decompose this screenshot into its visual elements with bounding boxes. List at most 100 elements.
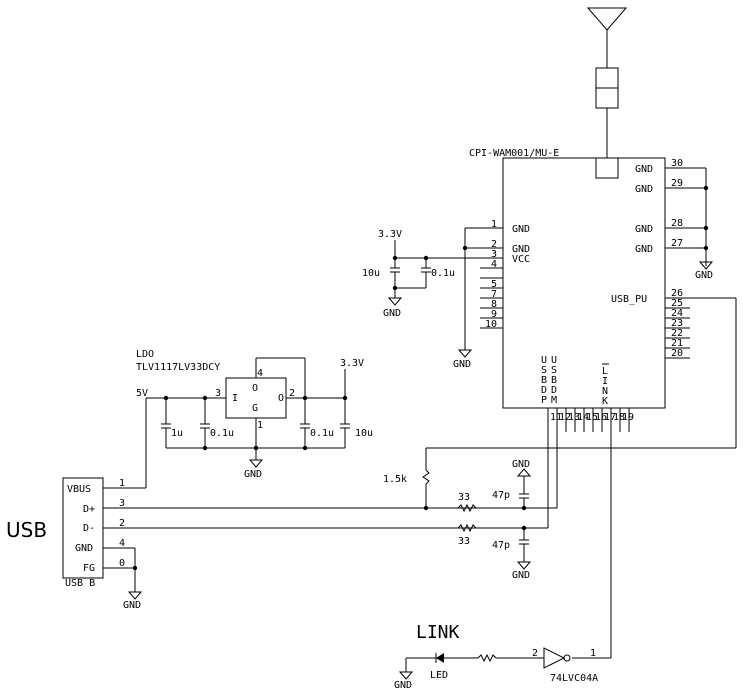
pin-label-28: GND — [635, 224, 653, 235]
pin-label-29: GND — [635, 184, 653, 195]
cap-47p-dplus: 47p — [492, 490, 510, 501]
usb-connector-name: USB B — [65, 578, 95, 589]
pin-num-20: 20 — [671, 348, 683, 359]
module-right-gnd: GND — [695, 185, 714, 281]
usb-data-lines: 1.5k 33 33 GND 47p GND 47p — [383, 432, 558, 581]
pin-num-2: 2 — [491, 239, 497, 250]
link-indicator: LINK 1 2 74LVC04A LED GND — [394, 432, 612, 691]
v33-label-module: 3.3V — [378, 229, 402, 240]
ldo-in-label: I — [232, 393, 238, 404]
pin-num-22: 22 — [671, 328, 683, 339]
usb-num-1: 1 — [119, 478, 125, 489]
cap-01u-ldo-in: 0.1u — [210, 428, 234, 439]
pin-num-24: 24 — [671, 308, 683, 319]
pin-num-8: 8 — [491, 299, 497, 310]
pin-num-27: 27 — [671, 238, 683, 249]
usb-title: USB — [6, 518, 47, 542]
usb-pin-gnd: GND — [75, 543, 93, 554]
label-usb-dm-m: M — [551, 395, 557, 406]
label-link-k: K — [602, 396, 608, 407]
label-usb-dp-d: D — [541, 385, 547, 396]
pin-num-5: 5 — [491, 279, 497, 290]
label-usb-dp-u: U — [541, 355, 547, 366]
cap-1u: 1u — [171, 428, 183, 439]
ldo-tab-label: O — [252, 383, 258, 394]
ldo-pin-gnd: 1 — [257, 420, 263, 431]
cap-47p-dminus: 47p — [492, 540, 510, 551]
pin-num-18: 18 — [613, 412, 625, 423]
pin-num-25: 25 — [671, 298, 683, 309]
usb-connector: USB USB B VBUS D+ D- GND FG 1 3 2 4 0 GN… — [6, 477, 557, 611]
pin-num-30: 30 — [671, 158, 683, 169]
pin-num-7: 7 — [491, 289, 497, 300]
pin-num-17: 17 — [604, 412, 616, 423]
usb-pu-net — [426, 298, 737, 449]
inverter-part: 74LVC04A — [550, 673, 598, 684]
cap-01u-ldo-out: 0.1u — [310, 428, 334, 439]
label-usb-dp-p: P — [541, 395, 547, 406]
v33-label-ldo: 3.3V — [340, 358, 364, 369]
pin-label-27: GND — [635, 244, 653, 255]
pin-num-12: 12 — [559, 412, 571, 423]
antenna — [586, 7, 628, 158]
module-bottom-pins: 11 12 13 14 15 16 17 18 19 11 U S B D P … — [541, 355, 634, 432]
module-left-pins: 1 2 3 4 5 6 7 8 9 10 GND GND VCC — [395, 219, 530, 330]
label-usb-dm-b: B — [551, 375, 557, 386]
pin-num-9: 9 — [491, 309, 497, 320]
pin-label-2: GND — [512, 244, 530, 255]
link-title: LINK — [416, 622, 460, 643]
pin-num-21: 21 — [671, 338, 683, 349]
module-right-pins: 30 29 28 27 26 25 24 23 22 21 20 GND GND… — [611, 158, 736, 359]
usb-pin-dminus: D- — [83, 523, 95, 534]
pin-num-19: 19 — [622, 412, 634, 423]
cap-10u-ldo: 10u — [355, 428, 373, 439]
pin-num-3: 3 — [491, 249, 497, 260]
label-usb-dp-b: B — [541, 375, 547, 386]
label-link-n: N — [602, 386, 608, 397]
label-usb-dm-d: D — [551, 385, 557, 396]
led-label: LED — [430, 670, 448, 681]
res-dminus-label: 33 — [458, 536, 470, 547]
cap-10u-module: 10u — [362, 268, 380, 279]
pin-num-13: 13 — [568, 412, 580, 423]
usb-pin-fg: FG — [83, 563, 95, 574]
pin-num-4: 4 — [491, 259, 497, 270]
usb-num-3: 3 — [119, 498, 125, 509]
usb-pin-vbus: VBUS — [67, 484, 91, 495]
pin-label-3: VCC — [512, 254, 530, 265]
ldo-title: LDO — [136, 349, 154, 360]
ldo-pin-tab: 4 — [257, 368, 263, 379]
label-usb-dm-u: U — [551, 355, 557, 366]
pin-num-10: 10 — [485, 319, 497, 330]
ldo-pin-in: 3 — [215, 388, 221, 399]
usb-pin-dplus: D+ — [83, 504, 95, 515]
pin-num-1: 1 — [491, 219, 497, 230]
gnd-label-cap-dplus: GND — [512, 459, 530, 470]
label-usb-dm-s: S — [551, 365, 557, 376]
pin-num-28: 28 — [671, 218, 683, 229]
pin-num-26: 26 — [671, 288, 683, 299]
pin-num-29: 29 — [671, 178, 683, 189]
usb-num-2: 2 — [119, 518, 125, 529]
ldo-gnd-label: G — [252, 403, 258, 414]
ldo-pin-out: 2 — [289, 388, 295, 399]
usb-num-4: 4 — [119, 538, 125, 549]
gnd-label-module-right: GND — [695, 270, 713, 281]
pin-label-30: GND — [635, 164, 653, 175]
ldo-part: TLV1117LV33DCY — [136, 362, 220, 373]
pin-num-11: 11 — [550, 412, 562, 423]
usb-num-0: 0 — [119, 558, 125, 569]
pin-num-14: 14 — [577, 412, 589, 423]
pin-label-26: USB_PU — [611, 294, 647, 305]
module-name: CPI-WAM001/MU-E — [469, 148, 559, 159]
gnd-label-module-left: GND — [453, 359, 471, 370]
pin-label-1: GND — [512, 224, 530, 235]
inverter-pin-in: 1 — [590, 648, 596, 659]
gnd-label-ldo: GND — [244, 469, 262, 480]
cap-01u-module: 0.1u — [431, 268, 455, 279]
gnd-label-module-caps: GND — [383, 308, 401, 319]
res-pullup-label: 1.5k — [383, 474, 407, 485]
module-vcc-decoupling: 3.3V 10u 0.1u GND GND — [362, 227, 480, 370]
label-link-l: L — [602, 366, 608, 377]
